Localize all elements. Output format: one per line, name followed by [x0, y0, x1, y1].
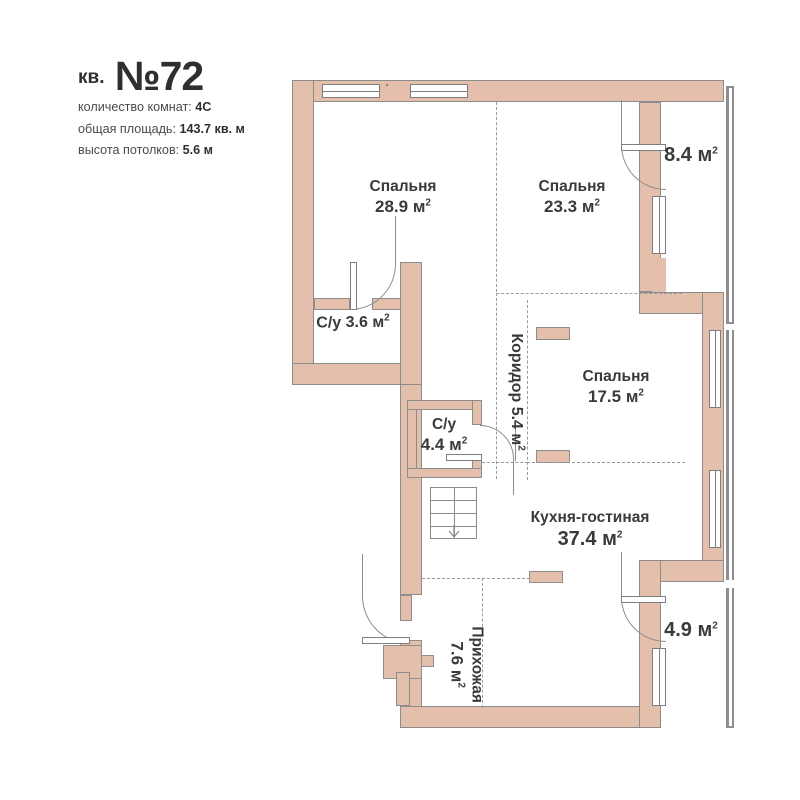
- door-balcony-bottom: [621, 552, 666, 642]
- balcony-top-outer-wall-inner: [732, 86, 734, 324]
- balcony-top-cap-bottom: [726, 322, 734, 324]
- room-label-balcony-top: 8.4 м2: [636, 143, 746, 168]
- door-leaf: [621, 596, 666, 603]
- apartment-prefix: кв.: [78, 67, 105, 88]
- door-bathroom-1: [350, 216, 396, 310]
- door-balcony-top: [621, 100, 666, 190]
- door-bathroom-2: [446, 425, 516, 495]
- window-balcony-top: [652, 196, 666, 254]
- window-bedroom-3-upper: [709, 330, 721, 408]
- window-bedroom-2-top: [410, 84, 468, 98]
- entrance-wall-stub-tail: [396, 672, 410, 706]
- balcony-top-outer-wall: [726, 86, 729, 324]
- room-area: 3.6 м2: [345, 313, 390, 332]
- window-balcony-bottom: [652, 648, 666, 706]
- spec-area: общая площадь: 143.7 кв. м: [78, 119, 308, 141]
- door-swing-arc: [444, 425, 516, 461]
- exterior-wall-bottom: [400, 706, 650, 728]
- spec-ceiling-value: 5.6 м: [182, 143, 213, 158]
- room-label-bathroom-2: С/у 4.4 м2: [404, 416, 484, 455]
- room-label-balcony-bottom: 4.9 м2: [636, 618, 746, 643]
- zone-divider-hall-top: [422, 578, 530, 579]
- room-area: 37.4 м2: [557, 528, 623, 551]
- spec-ceiling: высота потолков: 5.6 м: [78, 140, 308, 162]
- room-label-hallway: Прихожая 7.6 м2: [446, 605, 485, 725]
- room-name: Спальня: [369, 178, 437, 195]
- room-label-bedroom-1: Спальня 28.9 м2: [313, 178, 493, 217]
- exterior-wall-left: [292, 80, 314, 385]
- balcony-top-cap: [726, 86, 734, 88]
- room-name: Спальня: [538, 178, 606, 195]
- room-label-bedroom-2: Спальня 23.3 м2: [482, 178, 662, 217]
- window-bedroom-3-lower: [709, 470, 721, 548]
- zone-divider-bedroom3-bottom: [527, 462, 685, 463]
- room-area: 7.6 м2: [447, 641, 467, 688]
- room-area: 4.9 м2: [664, 619, 718, 641]
- room-name: Кухня-гостиная: [530, 509, 650, 526]
- bathroom-2-wall-top: [407, 400, 482, 410]
- apartment-number: №72: [114, 53, 204, 99]
- balcony-mid-outer-wall-inner: [732, 330, 734, 580]
- door-swing-arc: [362, 554, 410, 644]
- spec-rooms-label: количество комнат:: [78, 100, 192, 114]
- room-name: С/у: [431, 416, 457, 433]
- bathroom-2-wall-bottom: [407, 468, 482, 478]
- door-leaf: [446, 454, 482, 461]
- room-label-bathroom-1: С/у 3.6 м2: [298, 313, 408, 333]
- zone-divider-corridor-top: [496, 293, 682, 294]
- bathroom-1-wall-right: [400, 262, 422, 385]
- zone-divider-bedrooms: [496, 102, 497, 292]
- partition-stub-kitchen: [529, 571, 563, 583]
- staircase-direction-arrow-icon: [448, 525, 460, 538]
- spec-rooms-value: 4С: [195, 100, 212, 114]
- zone-divider-corridor-right: [527, 300, 528, 480]
- bathroom-2-wall-right-upper: [472, 400, 482, 425]
- room-area: 23.3 м2: [544, 197, 600, 217]
- balcony-top-sill: [652, 258, 666, 292]
- room-name: Прихожая: [468, 626, 486, 703]
- room-label-bedroom-3: Спальня 17.5 м2: [526, 368, 706, 407]
- balcony-bottom-cap: [726, 726, 734, 728]
- room-name: Коридор: [507, 333, 525, 403]
- room-label-kitchen-living: Кухня-гостиная 37.4 м2: [490, 509, 690, 552]
- partition-stub-corridor-top: [536, 327, 570, 340]
- room-name: С/у: [316, 314, 342, 332]
- door-leaf: [362, 637, 410, 644]
- door-entrance: [362, 554, 410, 644]
- balcony-mid-outer-wall: [726, 330, 729, 580]
- room-area: 17.5 м2: [588, 387, 644, 407]
- room-area: 8.4 м2: [664, 144, 718, 166]
- window-bedroom-1-top-b: [386, 84, 388, 86]
- spec-area-value: 143.7 кв. м: [179, 121, 245, 136]
- balcony-bottom-outer-wall-inner: [732, 588, 734, 728]
- spec-area-label: общая площадь:: [78, 121, 176, 136]
- door-leaf: [621, 144, 666, 151]
- bathroom-1-wall-top-left: [314, 298, 350, 310]
- room-name: Спальня: [582, 368, 650, 385]
- zone-divider-hall-right: [482, 578, 483, 708]
- window-bedroom-1-top: [322, 84, 380, 98]
- room-area: 5.4 м2: [507, 406, 527, 451]
- spec-ceiling-label: высота потолков:: [78, 143, 180, 158]
- spec-rooms: количество комнат: 4С: [78, 97, 308, 119]
- zone-divider-corridor-left: [496, 293, 497, 479]
- page-title: кв. №72: [78, 56, 308, 97]
- room-area: 4.4 м2: [420, 435, 468, 455]
- balcony-bottom-outer-wall: [726, 588, 729, 728]
- entrance-wall-stub-lower: [383, 645, 422, 679]
- room-label-corridor: Коридор 5.4 м2: [506, 317, 526, 467]
- door-leaf: [350, 262, 357, 310]
- apartment-info-block: кв. №72 количество комнат: 4С общая площ…: [78, 56, 308, 162]
- room-area: 28.9 м2: [375, 197, 431, 217]
